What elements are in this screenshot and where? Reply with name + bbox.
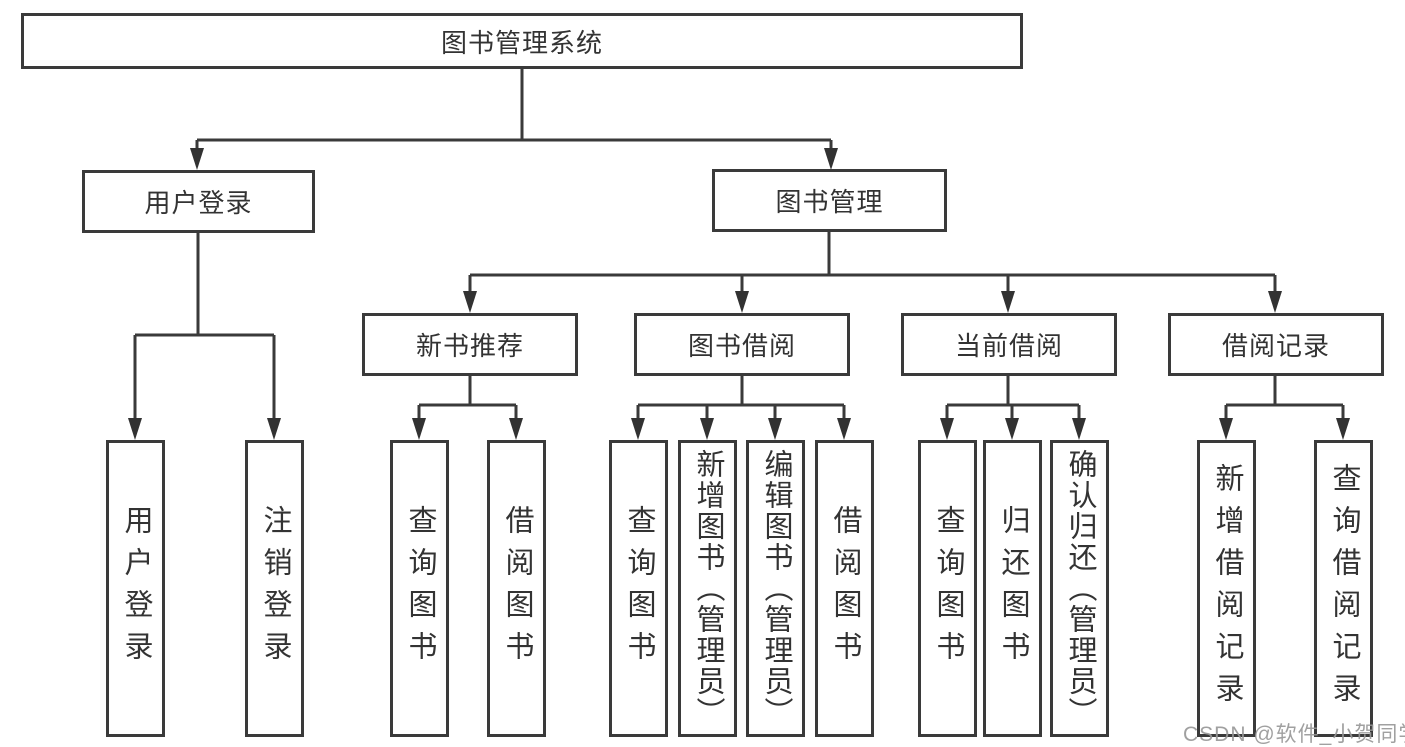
leaf-label: 查询图书 bbox=[932, 504, 964, 673]
node-book-management: 图书管理 bbox=[712, 169, 947, 232]
leaf-user-login: 用户登录 bbox=[106, 440, 165, 737]
leaf-label: 注销登录 bbox=[259, 504, 291, 673]
leaf-borrow-books: 借阅图书 bbox=[815, 440, 874, 737]
leaf-label: 确认归还（管理员） bbox=[1064, 449, 1096, 728]
node-book-borrowing: 图书借阅 bbox=[634, 313, 850, 376]
leaf-query-books-recommend: 查询图书 bbox=[390, 440, 449, 737]
leaf-query-books-borrowing: 查询图书 bbox=[609, 440, 668, 737]
leaf-edit-books-admin: 编辑图书（管理员） bbox=[746, 440, 805, 737]
leaf-add-books-admin: 新增图书（管理员） bbox=[678, 440, 737, 737]
csdn-watermark: CSDN @软件_小贺同学 bbox=[1183, 723, 1405, 746]
leaf-borrow-books-recommend: 借阅图书 bbox=[487, 440, 546, 737]
leaf-label: 借阅图书 bbox=[829, 504, 861, 673]
node-borrowing-records: 借阅记录 bbox=[1168, 313, 1384, 376]
leaf-confirm-return-admin: 确认归还（管理员） bbox=[1050, 440, 1109, 737]
leaf-logout: 注销登录 bbox=[245, 440, 304, 737]
node-label: 图书管理 bbox=[775, 187, 884, 217]
leaf-label: 借阅图书 bbox=[501, 504, 533, 673]
leaf-label: 新增借阅记录 bbox=[1211, 462, 1243, 715]
leaf-query-books-current: 查询图书 bbox=[918, 440, 977, 737]
node-current-borrowing: 当前借阅 bbox=[901, 313, 1117, 376]
leaf-label: 查询图书 bbox=[404, 504, 436, 673]
leaf-return-books: 归还图书 bbox=[983, 440, 1042, 737]
leaf-label: 编辑图书（管理员） bbox=[760, 449, 792, 728]
leaf-label: 归还图书 bbox=[997, 504, 1029, 673]
leaf-query-borrow-record: 查询借阅记录 bbox=[1314, 440, 1373, 737]
node-label: 用户登录 bbox=[144, 188, 253, 218]
leaf-label: 查询借阅记录 bbox=[1328, 462, 1360, 715]
node-new-book-recommend: 新书推荐 bbox=[362, 313, 578, 376]
node-label: 当前借阅 bbox=[954, 331, 1063, 361]
leaf-label: 查询图书 bbox=[623, 504, 655, 673]
node-label: 图书管理系统 bbox=[440, 27, 603, 58]
node-label: 图书借阅 bbox=[687, 331, 796, 361]
leaf-add-borrow-record: 新增借阅记录 bbox=[1197, 440, 1256, 737]
node-library-management-system: 图书管理系统 bbox=[21, 13, 1023, 69]
node-user-login: 用户登录 bbox=[82, 170, 315, 233]
leaf-label: 用户登录 bbox=[120, 504, 152, 673]
node-label: 新书推荐 bbox=[415, 331, 524, 361]
leaf-label: 新增图书（管理员） bbox=[692, 449, 724, 728]
node-label: 借阅记录 bbox=[1221, 331, 1330, 361]
